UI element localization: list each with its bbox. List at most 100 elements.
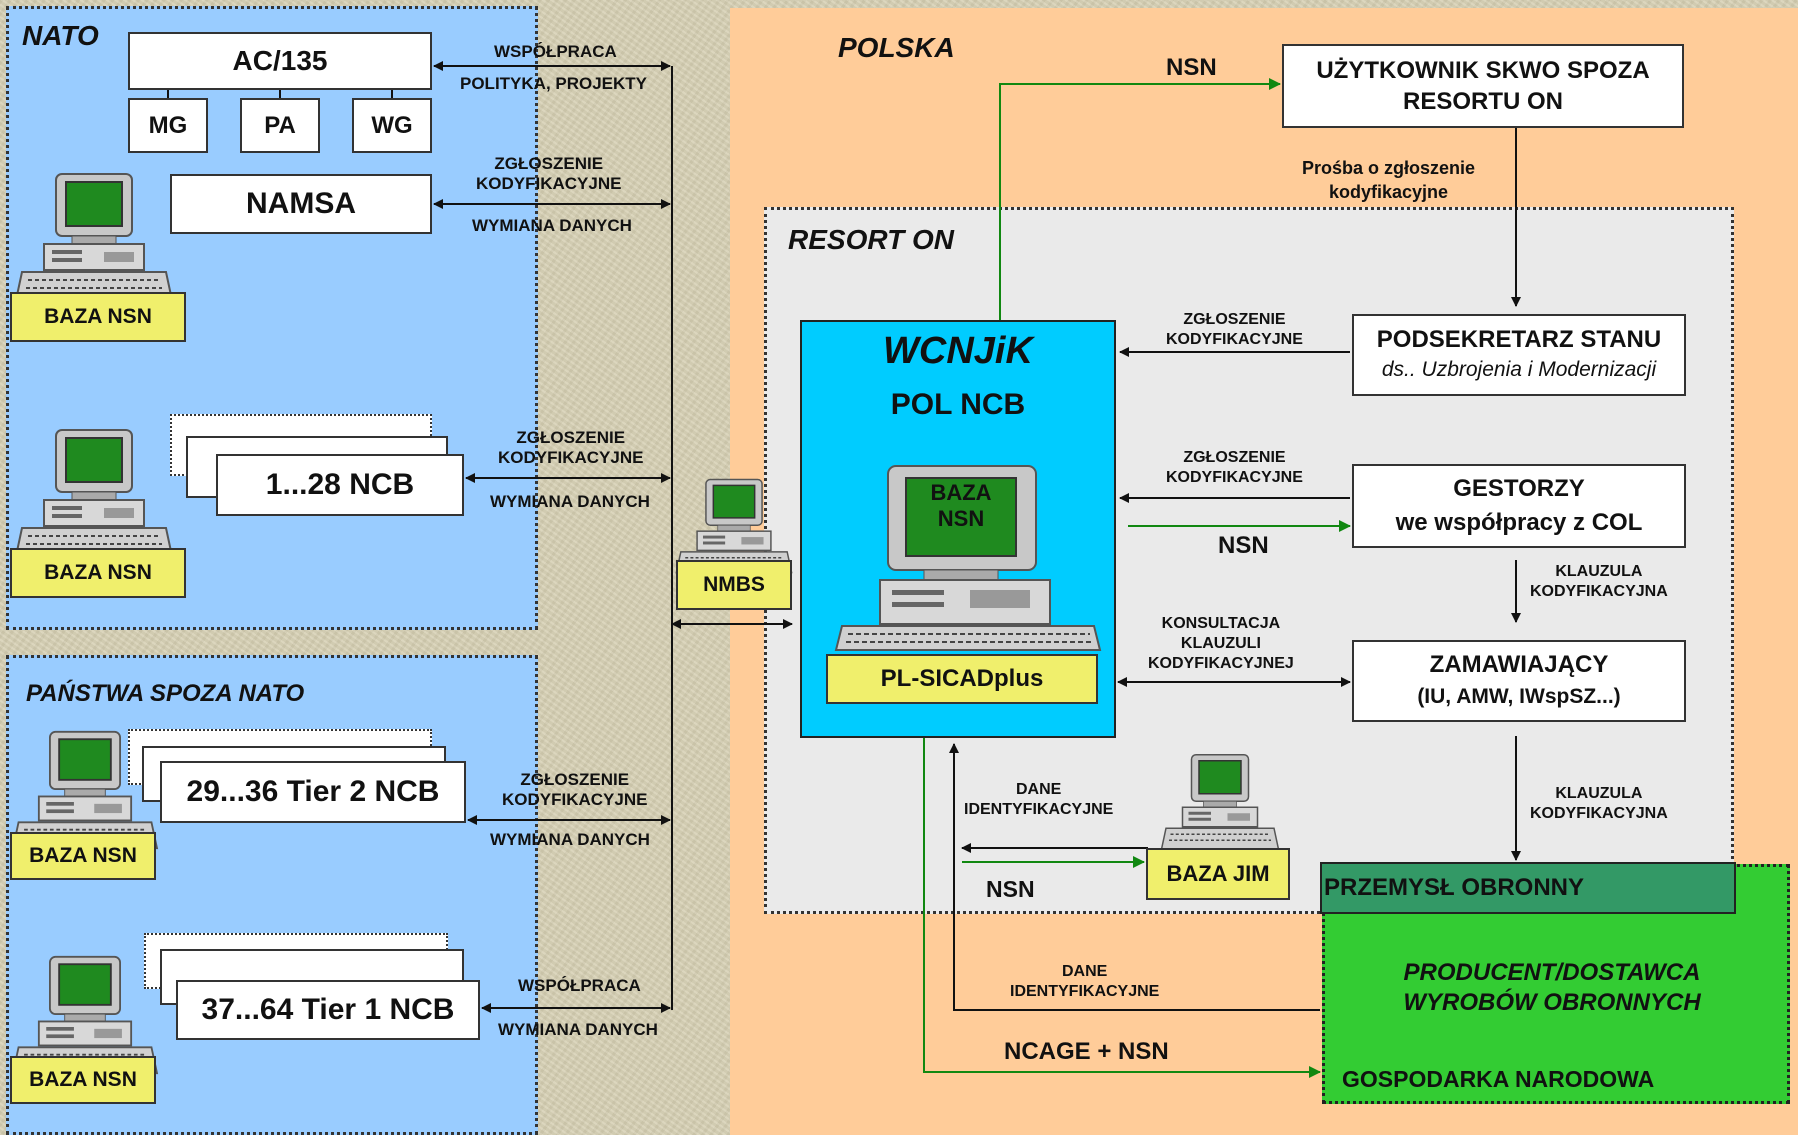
baza-nsn-label: BAZA NSN bbox=[29, 1068, 137, 1091]
computer-icon bbox=[15, 429, 173, 557]
zgl-line2: KODYFIKACYJNE bbox=[502, 790, 648, 809]
label-zgl-gestorzy: ZGŁOSZENIE KODYFIKACYJNE bbox=[1166, 448, 1303, 488]
wcnjik-screen-text: BAZA NSN bbox=[906, 480, 1016, 532]
klauzula-line2: KODYFIKACYJNA bbox=[1530, 805, 1668, 822]
label-wymiana-ncb: WYMIANA DANYCH bbox=[490, 492, 650, 511]
gestorzy-line2: we współpracy z COL bbox=[1395, 509, 1643, 536]
label-konsultacja: KONSULTACJA KLAUZULI KODYFIKACYJNEJ bbox=[1148, 614, 1294, 674]
nmbs-box: NMBS bbox=[676, 560, 792, 610]
klauzula-line1: KLAUZULA bbox=[1555, 563, 1643, 580]
label-dane-jim: DANE IDENTYFIKACYJNE bbox=[964, 780, 1113, 820]
screen-line1: BAZA bbox=[930, 480, 992, 505]
computer-icon bbox=[1160, 753, 1280, 851]
nato-title: NATO bbox=[22, 20, 99, 51]
tier1-label: 37...64 Tier 1 NCB bbox=[201, 993, 455, 1026]
ncb-1-28-box: 1...28 NCB bbox=[216, 454, 464, 516]
mg-label: MG bbox=[148, 111, 188, 139]
zamawiajacy-box: ZAMAWIAJĄCY (IU, AMW, IWspSZ...) bbox=[1352, 640, 1686, 722]
label-wspolpraca-2: WSPÓŁPRACA bbox=[518, 976, 641, 995]
ac135-label: AC/135 bbox=[232, 45, 328, 76]
zgl-line1: ZGŁOSZENIE bbox=[1183, 311, 1286, 328]
gestorzy-line1: GESTORZY bbox=[1453, 475, 1585, 502]
pa-label: PA bbox=[264, 111, 296, 139]
label-nsn-jim: NSN bbox=[986, 876, 1035, 902]
zgl-line1: ZGŁOSZENIE bbox=[520, 770, 630, 789]
computer-icon bbox=[15, 173, 173, 301]
podsekretarz-box: PODSEKRETARZ STANU ds.. Uzbrojenia i Mod… bbox=[1352, 314, 1686, 396]
pol-ncb-label: POL NCB bbox=[890, 388, 1026, 421]
zgl-line2: KODYFIKACYJNE bbox=[1166, 469, 1303, 486]
label-ncage: NCAGE + NSN bbox=[1004, 1038, 1169, 1065]
dane-line1: DANE bbox=[1016, 781, 1062, 798]
baza-jim-box: BAZA JIM bbox=[1146, 848, 1290, 900]
zgl-line1: ZGŁOSZENIE bbox=[494, 154, 604, 173]
tier2-label: 29...36 Tier 2 NCB bbox=[186, 775, 440, 808]
gospodarka-label: GOSPODARKA NARODOWA bbox=[1342, 1066, 1655, 1092]
screen-line2: NSN bbox=[937, 506, 985, 531]
label-prosba: Prośba o zgłoszenie kodyfikacyjne bbox=[1302, 156, 1475, 204]
konsultacja-line3: KODYFIKACYJNEJ bbox=[1148, 655, 1294, 672]
wg-label: WG bbox=[371, 111, 413, 139]
nmbs-label: NMBS bbox=[703, 573, 765, 596]
konsultacja-line1: KONSULTACJA bbox=[1161, 615, 1281, 632]
computer-icon bbox=[12, 730, 158, 850]
computer-icon bbox=[675, 478, 793, 574]
wcnjik-title: WCNJiK bbox=[883, 330, 1033, 372]
uzytkownik-line2: RESORTU ON bbox=[1402, 88, 1563, 115]
baza-jim-label: BAZA JIM bbox=[1166, 861, 1270, 886]
prosba-line1: Prośba o zgłoszenie bbox=[1302, 158, 1476, 178]
producent-line2: WYROBÓW OBRONNYCH bbox=[1403, 989, 1701, 1016]
tier1-box: 37...64 Tier 1 NCB bbox=[176, 980, 480, 1040]
zgl-line1: ZGŁOSZENIE bbox=[516, 428, 626, 447]
producent-label: PRODUCENT/DOSTAWCA WYROBÓW OBRONNYCH bbox=[1372, 958, 1732, 1018]
baza-nsn-box: BAZA NSN bbox=[10, 1056, 156, 1104]
label-polityka: POLITYKA, PROJEKTY bbox=[460, 74, 648, 93]
label-klauzula-1: KLAUZULA KODYFIKACYJNA bbox=[1530, 562, 1668, 602]
zamawiajacy-line2: (IU, AMW, IWspSZ...) bbox=[1417, 685, 1621, 708]
industry-header: PRZEMYSŁ OBRONNY bbox=[1320, 862, 1736, 914]
mg-box: MG bbox=[128, 98, 208, 153]
uzytkownik-box: UŻYTKOWNIK SKWO SPOZA RESORTU ON bbox=[1282, 44, 1684, 128]
zgl-line2: KODYFIKACYJNE bbox=[498, 448, 644, 467]
label-wspolpraca-1: WSPÓŁPRACA bbox=[494, 42, 617, 61]
zgl-line2: KODYFIKACYJNE bbox=[1166, 331, 1303, 348]
dane-line2: IDENTYFIKACYJNE bbox=[964, 801, 1114, 818]
pl-sicadplus-label: PL-SICADplus bbox=[880, 665, 1044, 692]
tier2-box: 29...36 Tier 2 NCB bbox=[160, 761, 466, 823]
industry-header-label: PRZEMYSŁ OBRONNY bbox=[1324, 874, 1585, 901]
dane-line2: IDENTYFIKACYJNE bbox=[1010, 983, 1160, 1000]
gestorzy-box: GESTORZY we współpracy z COL bbox=[1352, 464, 1686, 548]
namsa-box: NAMSA bbox=[170, 174, 432, 234]
label-nsn-top: NSN bbox=[1166, 54, 1217, 81]
zgl-line2: KODYFIKACYJNE bbox=[476, 174, 622, 193]
label-klauzula-2: KLAUZULA KODYFIKACYJNA bbox=[1530, 784, 1668, 824]
podsekretarz-line1: PODSEKRETARZ STANU bbox=[1376, 326, 1662, 353]
label-wymiana-tier2: WYMIANA DANYCH bbox=[490, 830, 650, 849]
podsekretarz-line2: ds.. Uzbrojenia i Modernizacji bbox=[1381, 358, 1657, 381]
baza-nsn-label: BAZA NSN bbox=[44, 305, 152, 328]
wcnjik-computer-icon bbox=[834, 465, 1102, 651]
namsa-label: NAMSA bbox=[246, 187, 356, 220]
prosba-line2: kodyfikacyjne bbox=[1328, 182, 1449, 202]
label-nsn-gestorzy: NSN bbox=[1218, 532, 1269, 559]
label-zgl-tier2: ZGŁOSZENIE KODYFIKACYJNE bbox=[502, 770, 647, 810]
baza-nsn-box: BAZA NSN bbox=[10, 832, 156, 880]
konsultacja-line2: KLAUZULI bbox=[1180, 635, 1261, 652]
zgl-line1: ZGŁOSZENIE bbox=[1183, 449, 1286, 466]
label-zgl-podsekretarz: ZGŁOSZENIE KODYFIKACYJNE bbox=[1166, 310, 1303, 350]
pl-sicadplus-box: PL-SICADplus bbox=[826, 654, 1098, 704]
uzytkownik-line1: UŻYTKOWNIK SKWO SPOZA bbox=[1316, 57, 1650, 84]
baza-nsn-label: BAZA NSN bbox=[29, 844, 137, 867]
label-zgl-ncb: ZGŁOSZENIE KODYFIKACYJNE bbox=[498, 428, 643, 468]
label-wymiana-tier1: WYMIANA DANYCH bbox=[498, 1020, 658, 1039]
baza-nsn-box: BAZA NSN bbox=[10, 292, 186, 342]
ac135-box: AC/135 bbox=[128, 32, 432, 90]
resort-on-title: RESORT ON bbox=[788, 224, 954, 255]
baza-nsn-label: BAZA NSN bbox=[44, 561, 152, 584]
wg-box: WG bbox=[352, 98, 432, 153]
label-zgl-namsa: ZGŁOSZENIE KODYFIKACYJNE bbox=[476, 154, 621, 194]
zamawiajacy-line1: ZAMAWIAJĄCY bbox=[1429, 651, 1609, 678]
klauzula-line1: KLAUZULA bbox=[1555, 785, 1643, 802]
dane-line1: DANE bbox=[1062, 963, 1108, 980]
